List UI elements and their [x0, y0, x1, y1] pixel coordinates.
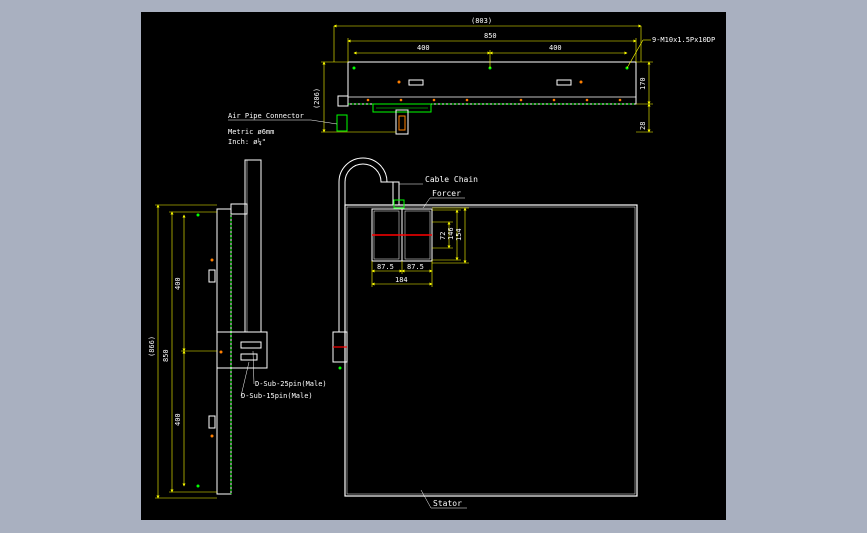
top-view-body — [347, 61, 637, 105]
forcer-label: Forcer — [432, 189, 461, 198]
dsub-15-label: D-Sub-15pin(Male) — [241, 392, 313, 400]
top-view-forcer — [372, 103, 432, 113]
dim-side-lower-pitch: 400 — [174, 413, 182, 426]
dim-forcer-half-right: 87.5 — [407, 263, 424, 271]
air-pipe-connector — [336, 114, 348, 132]
air-pipe-annotation: Air Pipe Connector Metric ø6mm Inch: ø¼" — [228, 112, 338, 146]
dsub-25-label: D-Sub-25pin(Male) — [255, 380, 327, 388]
plan-view: Cable Chain Forcer 72 146 154 87.5 87.5 … — [332, 157, 638, 509]
hole-note: 9-M10x1.5Px10DP — [652, 36, 715, 44]
side-view: D-Sub-25pin(Male) D-Sub-15pin(Male) (866… — [148, 159, 327, 499]
slot-left — [408, 79, 424, 86]
side-connector-box — [216, 331, 268, 369]
dsub-15-connector — [240, 353, 258, 361]
drawing-canvas: (803) 850 400 400 9-M10x1.5Px10DP 170 28… — [141, 12, 726, 520]
dim-half-span-right: 400 — [549, 44, 562, 52]
dim-forcer-mid: 146 — [447, 227, 455, 240]
cable-chain-label: Cable Chain — [425, 175, 478, 184]
dim-half-span-left: 400 — [417, 44, 430, 52]
dim-overall-width: (803) — [471, 17, 492, 25]
dim-forcer-width: 184 — [395, 276, 408, 284]
dim-height-total: (206) — [313, 88, 321, 109]
cable-chain — [338, 157, 400, 332]
stator-outline — [344, 204, 638, 497]
dim-mount-span: 850 — [484, 32, 497, 40]
dim-side-overall: (866) — [148, 336, 156, 357]
stator-label: Stator — [433, 499, 462, 508]
side-view-body — [216, 208, 232, 495]
dsub-25-connector — [240, 341, 262, 349]
side-cable-carrier — [244, 159, 262, 333]
top-view: (803) 850 400 400 9-M10x1.5Px10DP 170 28… — [313, 17, 715, 135]
slot-right — [556, 79, 572, 86]
air-pipe-title: Air Pipe Connector — [228, 112, 304, 120]
dim-forcer-half-left: 87.5 — [377, 263, 394, 271]
cad-drawing: (803) 850 400 400 9-M10x1.5Px10DP 170 28… — [148, 17, 715, 509]
dim-height-lower: 28 — [639, 122, 647, 130]
dim-height-upper: 170 — [639, 77, 647, 90]
dim-side-span: 850 — [162, 349, 170, 362]
dim-forcer-outer: 154 — [455, 228, 463, 241]
air-pipe-inch: Inch: ø¼" — [228, 138, 266, 146]
air-pipe-metric: Metric ø6mm — [228, 128, 274, 136]
dim-side-upper-pitch: 400 — [174, 277, 182, 290]
dim-forcer-inner: 72 — [439, 232, 447, 240]
